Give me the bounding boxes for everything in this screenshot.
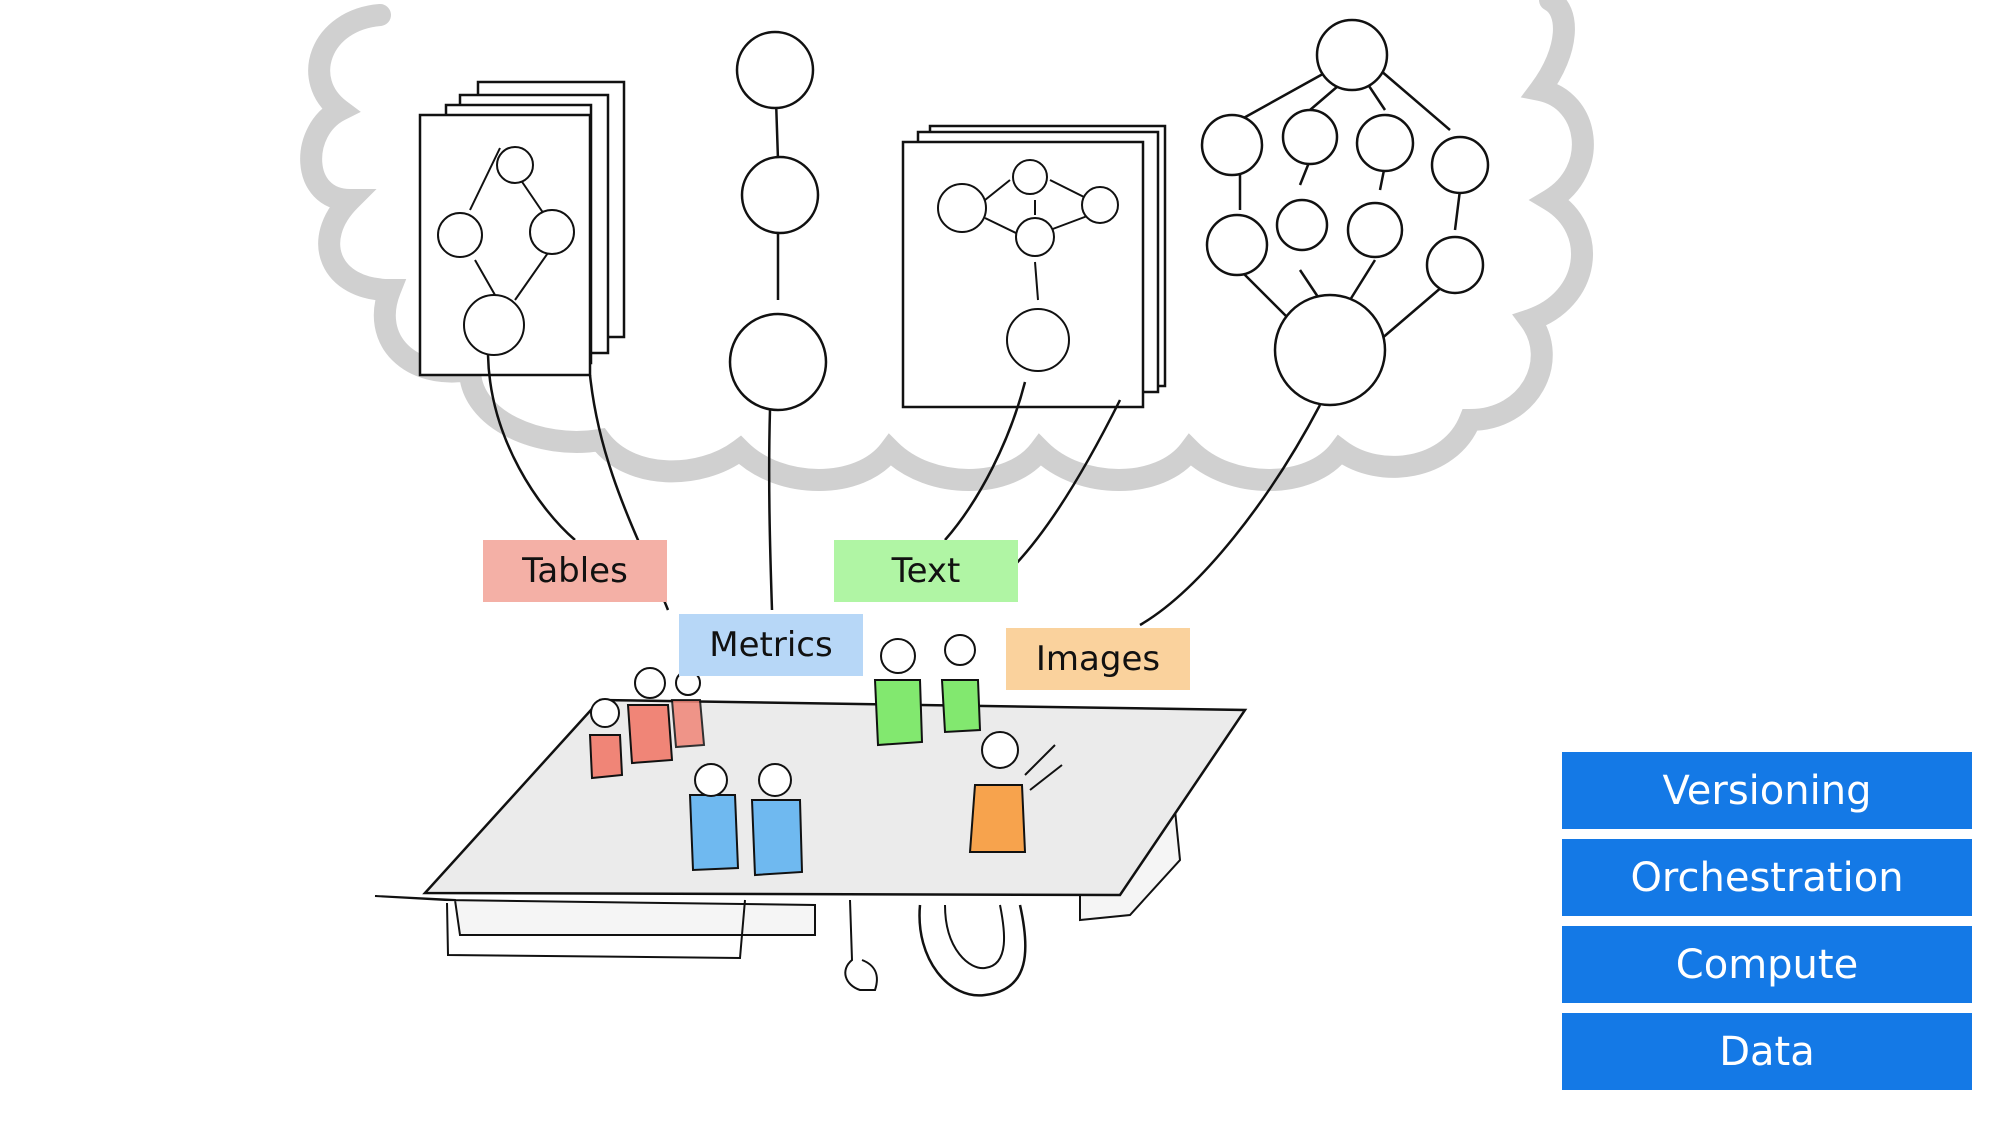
people-green-group [873,634,982,747]
label-text: Text [834,540,1018,602]
platform [374,698,1248,997]
people-red-group [588,667,706,780]
metrics-chain [728,30,828,412]
large-graph [1200,18,1490,407]
layer-data: Data [1562,1013,1972,1090]
layer-compute: Compute [1562,926,1972,1003]
person-orange [968,731,1063,853]
label-images: Images [1006,628,1190,690]
people-blue-group [688,763,804,877]
graph-in-tables-doc [437,146,575,356]
thought-cloud [300,0,1594,491]
graph-in-text-doc [937,159,1119,372]
platform-layer-stack: Versioning Orchestration Compute Data [1562,752,1972,1090]
layer-orchestration: Orchestration [1562,839,1972,916]
label-metrics: Metrics [679,614,863,676]
layer-versioning: Versioning [1562,752,1972,829]
label-tables: Tables [483,540,667,602]
